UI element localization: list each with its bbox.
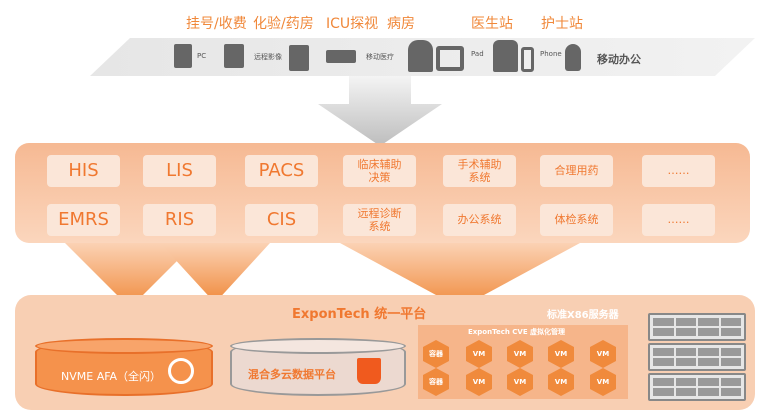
pc-icon xyxy=(174,44,192,68)
monitor-icon xyxy=(224,44,244,68)
server-rack-icon xyxy=(648,343,746,371)
pad-label: Pad xyxy=(471,50,484,58)
pc-label: PC xyxy=(197,52,207,60)
mobile-office-label: 移动办公 xyxy=(597,53,641,66)
app-ris: RIS xyxy=(143,204,216,236)
app-rational-drug: 合理用药 xyxy=(540,155,613,187)
nurse-icon xyxy=(493,40,518,72)
app-cis: CIS xyxy=(245,204,318,236)
phone-label: Phone xyxy=(540,50,562,58)
app-office: 办公系统 xyxy=(443,204,516,236)
app-more-2: …… xyxy=(642,204,715,236)
doctor-icon xyxy=(408,40,433,72)
cve-title: ExponTech CVE 虚拟化管理 xyxy=(468,328,566,336)
app-remote-diagnosis: 远程诊断 系统 xyxy=(343,204,416,236)
app-physical-exam: 体检系统 xyxy=(540,204,613,236)
label-registration: 挂号/收费 xyxy=(186,16,247,32)
cylinder-top xyxy=(230,338,406,354)
app-more: …… xyxy=(642,155,715,187)
monitor-icon xyxy=(289,45,309,71)
label-nurse-station: 护士站 xyxy=(541,16,583,32)
app-pacs: PACS xyxy=(245,155,318,187)
app-his: HIS xyxy=(47,155,120,187)
servers-label: 标准X86服务器 xyxy=(547,310,619,321)
label-doctor-station: 医生站 xyxy=(471,16,513,32)
cylinder-top xyxy=(35,338,213,354)
funnel-arrow-icon xyxy=(160,243,270,303)
mobile-medical-label: 移动医疗 xyxy=(366,53,394,61)
platform-title: ExponTech 统一平台 xyxy=(292,307,427,322)
app-emrs: EMRS xyxy=(47,204,120,236)
app-lis: LIS xyxy=(143,155,216,187)
app-clinical-decision: 临床辅助 决策 xyxy=(343,155,416,187)
tablet-icon xyxy=(436,46,464,71)
medical-device-icon xyxy=(326,50,356,63)
network-icon xyxy=(168,358,194,384)
label-lab-pharmacy: 化验/药房 xyxy=(253,16,314,32)
server-rack-icon xyxy=(648,373,746,401)
nvme-label: NVME AFA（全闪） xyxy=(61,370,162,383)
label-ward: 病房 xyxy=(387,16,415,32)
recycle-bin-icon xyxy=(357,358,381,384)
user-icon xyxy=(565,44,581,71)
down-arrow-icon xyxy=(318,76,442,146)
phone-icon xyxy=(521,47,534,72)
app-surgery-assist: 手术辅助 系统 xyxy=(443,155,516,187)
label-icu: ICU探视 xyxy=(326,16,379,32)
hybrid-label: 混合多云数据平台 xyxy=(248,368,336,381)
remote-imaging-label: 远程影像 xyxy=(254,53,282,61)
server-rack-icon xyxy=(648,313,746,341)
